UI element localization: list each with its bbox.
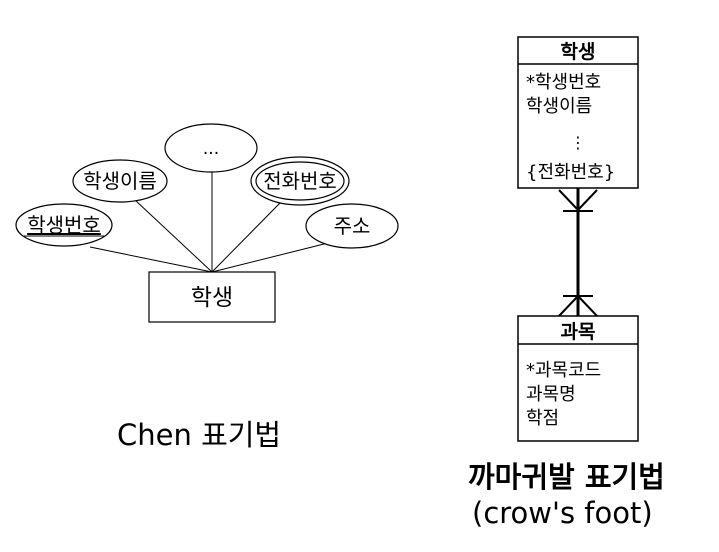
- course-attr-name: 과목명: [526, 384, 576, 405]
- chen-line-phone: [211, 202, 281, 273]
- chen-entity-box: [148, 271, 276, 323]
- chen-diagram: ... 학생이름 전화번호 학생번호 주소 학생: [15, 123, 399, 323]
- student-attr-id: *학생번호: [526, 72, 601, 93]
- attr-student-name-shape: [72, 159, 168, 203]
- attr-address-shape: [305, 203, 399, 249]
- course-attr-code: *과목코드: [526, 360, 601, 381]
- student-attr-name: 학생이름: [526, 96, 592, 117]
- attr-student-name-label: 학생이름: [83, 169, 157, 193]
- attr-address-label: 주소: [334, 214, 371, 238]
- crows-foot-caption-line1: 까마귀발 표기법: [468, 460, 665, 494]
- crows-foot-caption-line2: (crow's foot): [472, 496, 653, 530]
- crowfoot-bottom-right: [577, 295, 598, 317]
- student-entity-box: [517, 36, 639, 189]
- crowfoot-top-right: [577, 189, 598, 211]
- chen-entity-label: 학생: [191, 285, 233, 311]
- attr-ellipsis-shape: [164, 123, 258, 173]
- chen-line-student-id: [89, 246, 213, 273]
- student-attr-ellipsis: ⋮: [570, 133, 586, 152]
- chen-line-address: [211, 239, 341, 273]
- chen-caption: Chen 표기법: [117, 418, 282, 452]
- attr-phone-inner-shape: [255, 161, 345, 201]
- student-entity-title: 학생: [561, 41, 596, 63]
- course-entity-box: [517, 315, 639, 442]
- course-attr-credit: 학점: [526, 408, 559, 429]
- attr-phone-label: 전화번호: [263, 169, 337, 193]
- course-entity-title: 과목: [561, 321, 596, 343]
- attr-student-id-label: 학생번호: [27, 213, 101, 237]
- crows-foot-diagram: 학생 *학생번호 학생이름 ⋮ {전화번호} 과목 *과목코드 과목명 학점: [517, 36, 639, 442]
- student-attr-phone: {전화번호}: [526, 162, 615, 183]
- crowfoot-bottom-left: [558, 295, 579, 317]
- attr-phone-outer-shape: [250, 156, 350, 206]
- chen-line-student-name: [134, 199, 213, 273]
- attr-ellipsis-label: ...: [203, 139, 219, 159]
- crowfoot-top-left: [558, 189, 579, 211]
